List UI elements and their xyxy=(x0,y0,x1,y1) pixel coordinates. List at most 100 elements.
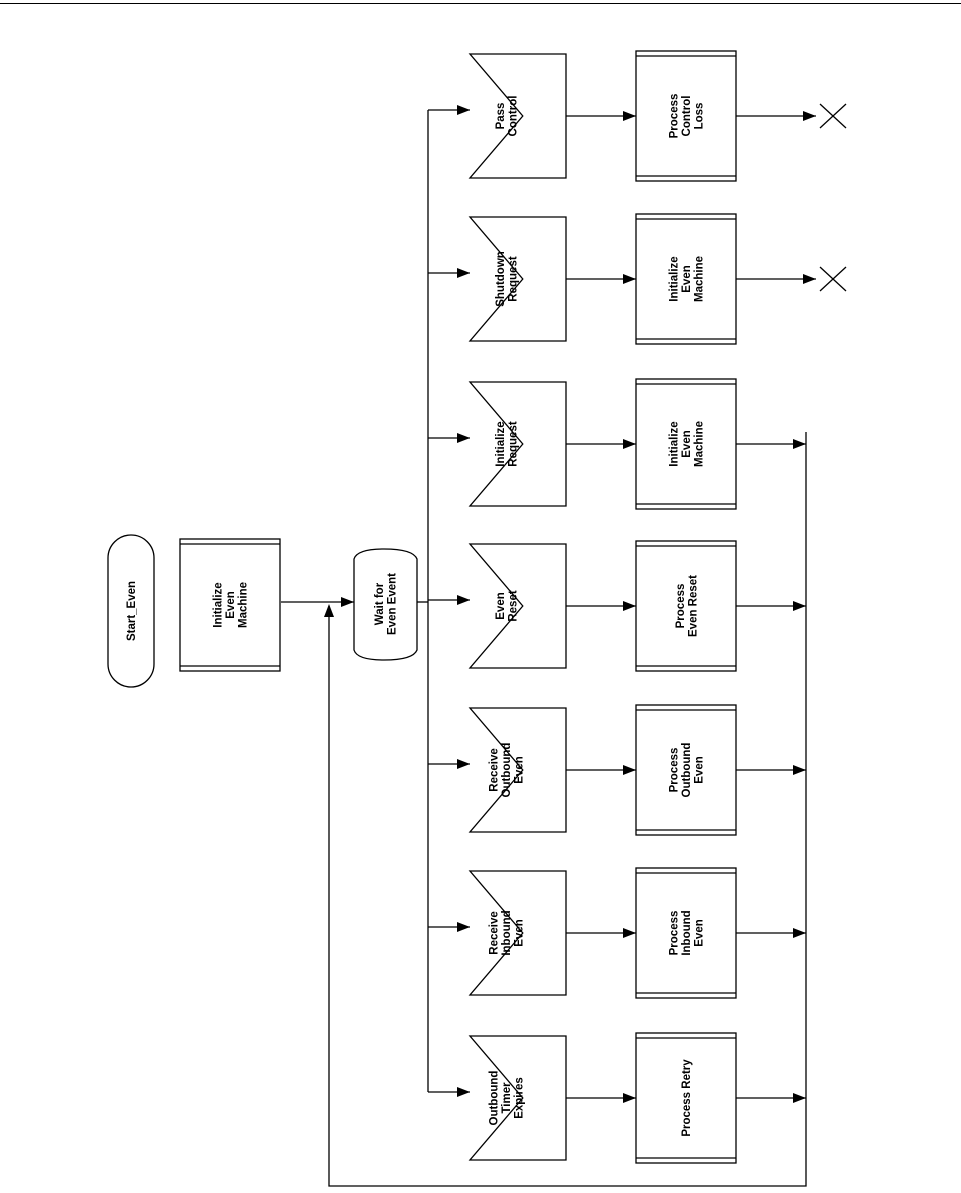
branch-0-process-label-line: Process xyxy=(669,94,681,139)
branch-0-process-box xyxy=(635,50,737,182)
branch-3-event-label-line: Reset xyxy=(507,590,519,621)
wait-label-line: Wait for xyxy=(374,582,386,625)
branch-1-bus-arrow xyxy=(457,268,470,278)
branch-0-process-label: ProcessControlLoss xyxy=(669,94,706,139)
branch-3-return-arrow xyxy=(793,601,806,611)
branch-0-event-label-line: Pass xyxy=(495,103,507,130)
init-label-line: Initialize xyxy=(213,582,225,627)
init-to-wait-arrow xyxy=(341,597,354,607)
branch-4-process-label-line: Outbound xyxy=(681,743,693,798)
branch-6-process-label-line: Process Retry xyxy=(681,1059,693,1137)
branch-2-event-label-line: Request xyxy=(507,421,519,467)
branch-5-process-box xyxy=(635,867,737,999)
branch-4-process-label: ProcessOutboundEven xyxy=(669,743,706,798)
branch-4-event-label-line: Receive xyxy=(489,748,501,791)
branch-5-process-label-line: Inbound xyxy=(681,910,693,955)
branch-4-event-label: ReceiveOutboundEven xyxy=(489,743,526,798)
branch-2-process-box xyxy=(635,378,737,510)
connectors xyxy=(281,103,847,1187)
init-process xyxy=(179,538,281,672)
branch-2-process-label-line: Initialize xyxy=(669,421,681,466)
branch-3-event xyxy=(468,543,567,669)
branch-4-bus-arrow xyxy=(457,759,470,769)
branch-3-event-label: EvenReset xyxy=(495,590,520,621)
branch-5-event-label: ReceiveInboundEven xyxy=(489,910,526,955)
branch-4-event xyxy=(468,707,567,833)
top-rule xyxy=(0,3,961,4)
branch-4-process-label-line: Even xyxy=(694,756,706,784)
branch-5-link-arrow xyxy=(623,928,636,938)
init-label-line: Even xyxy=(225,591,237,619)
branch-6-process-box xyxy=(635,1032,737,1164)
wait-label: Wait forEven Event xyxy=(374,573,399,635)
branch-3-bus-arrow xyxy=(457,595,470,605)
branch-5-bus-arrow xyxy=(457,922,470,932)
branch-6-process xyxy=(635,1032,737,1164)
branch-6-event-label-line: Timer xyxy=(501,1082,513,1114)
branch-3-process xyxy=(635,540,737,672)
branch-1-exit-arrow xyxy=(803,274,816,284)
branch-5-return-arrow xyxy=(793,928,806,938)
branch-6-event-label: OutboundTimerExpires xyxy=(489,1071,526,1126)
branch-0-bus-arrow xyxy=(457,105,470,115)
branch-6-event-label-line: Outbound xyxy=(489,1071,501,1126)
branch-6-bus-arrow xyxy=(457,1087,470,1097)
branch-0-process-label-line: Control xyxy=(681,96,693,137)
branch-5-process-label: ProcessInboundEven xyxy=(669,910,706,955)
branch-3-process-label: ProcessEven Reset xyxy=(675,575,700,637)
branch-3-process-box xyxy=(635,540,737,672)
branch-2-bus-arrow xyxy=(457,433,470,443)
branch-1-process-box xyxy=(635,213,737,345)
branch-1-event xyxy=(468,216,567,342)
branch-2-event-label-line: Initialize xyxy=(495,421,507,466)
branch-3-process-label-line: Even Reset xyxy=(687,575,699,637)
branch-2-return-arrow xyxy=(793,439,806,449)
branch-1-event-label-line: Request xyxy=(507,256,519,302)
branch-5-event xyxy=(468,870,567,996)
branch-4-process xyxy=(635,704,737,836)
branch-4-process-label-line: Process xyxy=(669,748,681,793)
wait-state xyxy=(353,548,418,661)
branch-4-event-label-line: Outbound xyxy=(501,743,513,798)
branch-2-process xyxy=(635,378,737,510)
wait-label-line: Even Event xyxy=(386,573,398,635)
branch-2-process-label: InitializeEvenMachine xyxy=(669,421,706,467)
branch-0-process-label-line: Loss xyxy=(694,103,706,130)
shapes xyxy=(107,50,737,1164)
branch-0-process xyxy=(635,50,737,182)
branch-1-link-arrow xyxy=(623,274,636,284)
branch-5-event-label-line: Even xyxy=(514,919,526,947)
branch-1-process-label-line: Even xyxy=(681,265,693,293)
branch-4-event-label-line: Even xyxy=(514,756,526,784)
branch-5-process xyxy=(635,867,737,999)
branch-1-process-label: InitializeEvenMachine xyxy=(669,256,706,302)
branch-2-event xyxy=(468,381,567,507)
branch-0-event-label-line: Control xyxy=(507,96,519,137)
branch-5-event-label-line: Receive xyxy=(489,911,501,954)
branch-2-event-label: InitializeRequest xyxy=(495,421,520,467)
start-label: Start_Even xyxy=(126,581,138,641)
init-label-line: Machine xyxy=(238,582,250,628)
branch-0-terminate-mark xyxy=(819,103,847,129)
start-terminator xyxy=(107,534,155,688)
branch-3-process-label-line: Process xyxy=(675,584,687,629)
branch-0-link-arrow xyxy=(623,111,636,121)
branch-0-event xyxy=(468,53,567,179)
branch-3-event-label-line: Even xyxy=(495,592,507,620)
branch-0-exit-arrow xyxy=(803,111,816,121)
init-process-box xyxy=(179,538,281,672)
branch-2-process-label-line: Even xyxy=(681,430,693,458)
branch-1-process xyxy=(635,213,737,345)
branch-6-process-label: Process Retry xyxy=(681,1059,693,1137)
branch-6-event xyxy=(468,1035,567,1161)
branch-5-process-label-line: Even xyxy=(694,919,706,947)
branch-3-link-arrow xyxy=(623,601,636,611)
init-label: InitializeEvenMachine xyxy=(213,582,250,628)
branch-1-event-label-line: Shutdown xyxy=(495,251,507,307)
branch-5-event-label-line: Inbound xyxy=(501,910,513,955)
branch-2-link-arrow xyxy=(623,439,636,449)
return-loop-arrow xyxy=(324,604,334,617)
